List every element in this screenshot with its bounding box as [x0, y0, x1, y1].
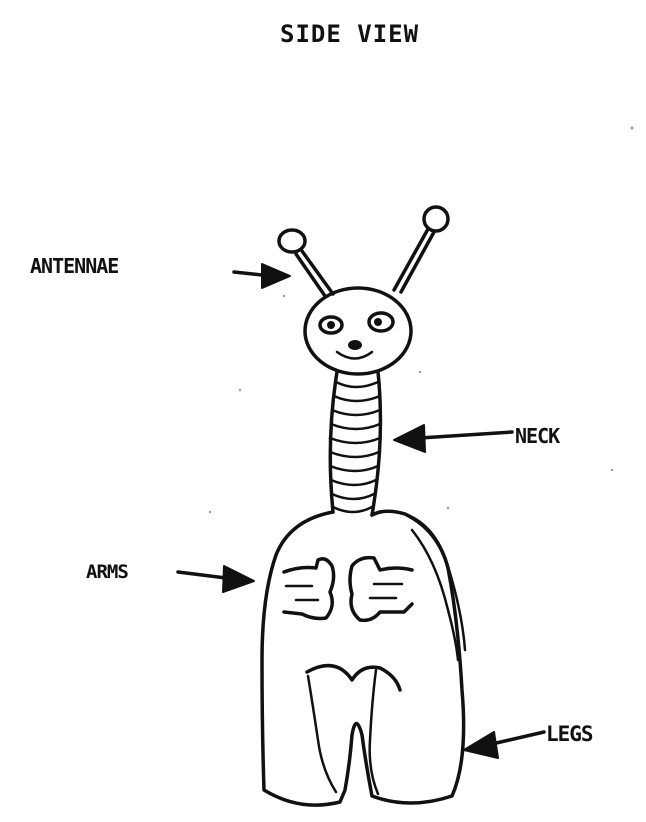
antennae-arrow — [234, 264, 290, 288]
right-antenna-stalk — [394, 229, 428, 290]
body-outline — [262, 511, 464, 805]
left-arm-inner — [286, 586, 318, 600]
neck-ring — [336, 382, 378, 387]
antennae — [279, 207, 448, 296]
head-outline — [305, 288, 411, 374]
body-back-fold — [398, 512, 465, 650]
right-pupil — [374, 318, 382, 326]
arms-arrow — [178, 566, 254, 592]
neck-ring — [333, 507, 372, 512]
neck-ring — [331, 424, 380, 429]
left-antenna-knob — [279, 230, 305, 252]
legs-inner-outline — [307, 666, 400, 690]
right-arm-inner — [370, 584, 402, 598]
left-arm — [284, 559, 334, 619]
right-leg-inner — [370, 670, 378, 794]
neck-ring — [332, 494, 374, 499]
legs-label: LEGS — [546, 722, 593, 746]
legs-arrow — [464, 732, 544, 758]
neck-ring — [332, 410, 380, 415]
nose — [348, 340, 362, 350]
neck-ring — [330, 466, 378, 471]
head — [305, 288, 411, 374]
antennae-label: ANTENNAE — [30, 254, 118, 278]
neck-arrow — [394, 425, 512, 452]
neck-ring — [330, 438, 380, 443]
arms — [284, 558, 412, 621]
left-pupil — [327, 321, 335, 329]
neck-ring — [331, 480, 376, 485]
body — [262, 511, 465, 805]
paper-specks — [209, 127, 634, 514]
left-leg-inner — [308, 676, 336, 792]
mouth — [337, 352, 372, 359]
arms-label: ARMS — [86, 561, 128, 583]
neck — [330, 372, 380, 515]
neck-label: NECK — [515, 424, 559, 448]
neck-ring — [330, 452, 379, 457]
neck-left-edge — [330, 372, 337, 512]
right-arm — [350, 558, 412, 621]
right-antenna-stalk-inner — [401, 232, 434, 292]
neck-ring — [334, 396, 380, 401]
